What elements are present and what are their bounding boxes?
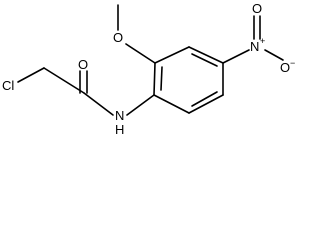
bond-cl-ch2 <box>17 67 45 83</box>
bond-ring-ome <box>125 43 156 64</box>
nitro-oxygen-right-label: O <box>280 60 290 75</box>
ring-bond-1 <box>153 62 156 96</box>
chlorine-label: Cl <box>2 78 14 93</box>
ring-bond-2 <box>154 46 190 64</box>
bond-n-ring <box>126 94 155 116</box>
ring-bond-6 <box>153 94 190 114</box>
ring-bond-3 <box>188 46 224 64</box>
ring-bond-5 <box>188 94 224 114</box>
nitro-plus-charge: + <box>260 36 265 46</box>
nitro-minus-charge: − <box>290 58 295 68</box>
bond-nitro-o-right <box>264 49 284 61</box>
amide-nitrogen-label: N <box>115 108 124 123</box>
nitro-nitrogen-label: N <box>250 39 259 54</box>
amide-hydrogen-label: H <box>115 122 124 137</box>
ring-double-3 <box>191 91 218 107</box>
ring-double-1 <box>160 66 163 91</box>
methoxy-oxygen-label: O <box>113 30 123 45</box>
nitro-oxygen-top-label: O <box>252 1 262 16</box>
ring-double-2 <box>191 53 218 67</box>
bond-ch2-carbonyl <box>43 67 85 94</box>
carbonyl-oxygen-label: O <box>78 57 88 72</box>
bond-carbonyl-n <box>83 92 114 116</box>
chemical-structure: Cl O N H O N + O O − <box>2 1 295 137</box>
bond-ring-nitro <box>222 49 250 64</box>
bonds <box>17 4 284 116</box>
atom-labels: Cl O N H O N + O O − <box>2 1 295 137</box>
